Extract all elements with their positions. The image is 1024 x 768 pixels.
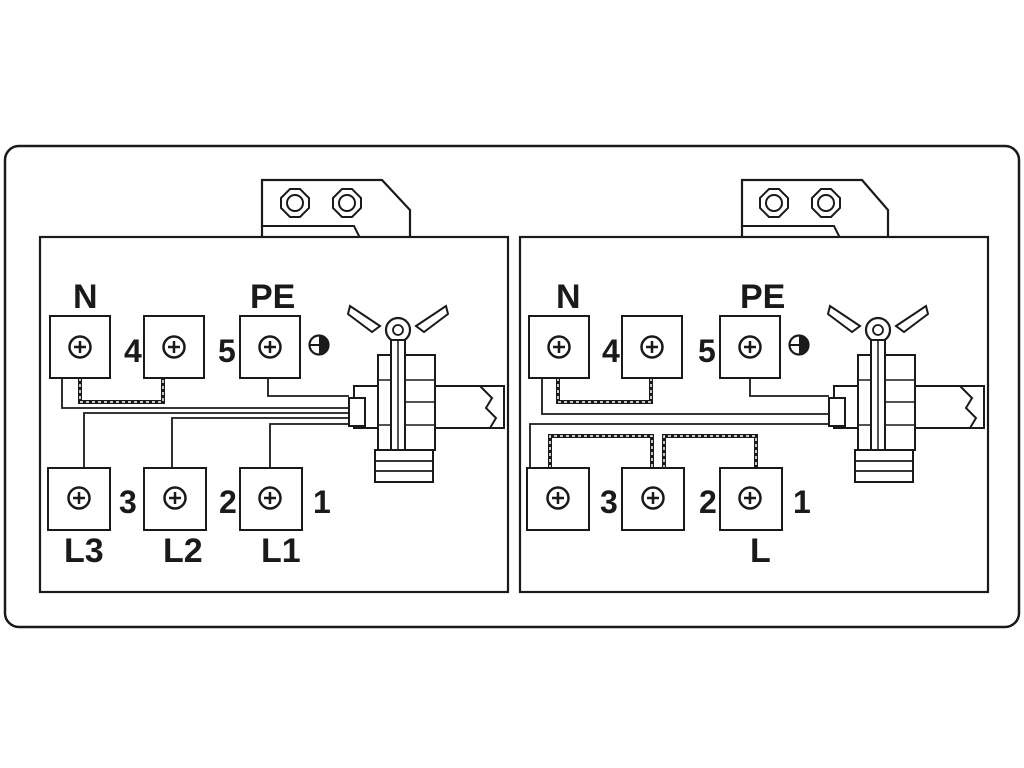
- conductors: [61, 378, 349, 468]
- terminal-3: [526, 467, 590, 531]
- number-5: 5: [698, 333, 716, 369]
- panel-single-phase: N PE 4 5 3 2 1 L: [518, 178, 990, 594]
- mounting-bracket: [260, 178, 412, 239]
- conductors: [529, 378, 829, 468]
- label-l3: L3: [64, 532, 104, 570]
- terminal-4: [621, 315, 683, 379]
- terminal-l3: [47, 467, 111, 531]
- terminal-n: [49, 315, 111, 379]
- number-3: 3: [600, 484, 618, 520]
- label-n: N: [73, 278, 98, 316]
- label-pe: PE: [740, 278, 785, 316]
- label-n: N: [556, 278, 581, 316]
- terminal-l2: [143, 467, 207, 531]
- number-1: 1: [793, 484, 811, 520]
- mounting-bracket: [740, 178, 890, 239]
- terminal-l1: [239, 467, 303, 531]
- label-pe: PE: [250, 278, 295, 316]
- terminal-pe: [719, 315, 781, 379]
- label-l1: L1: [261, 532, 301, 570]
- label-l2: L2: [163, 532, 203, 570]
- number-4: 4: [124, 333, 142, 369]
- panel-three-phase: N PE 4 5 3 2 1 L3 L2 L1: [38, 178, 510, 594]
- number-5: 5: [218, 333, 236, 369]
- number-1: 1: [313, 484, 331, 520]
- terminal-2: [621, 467, 685, 531]
- number-2: 2: [699, 484, 717, 520]
- terminal-1: [719, 467, 783, 531]
- terminal-pe: [239, 315, 301, 379]
- earth-icon: [788, 334, 810, 356]
- terminal-4: [143, 315, 205, 379]
- earth-icon: [308, 334, 330, 356]
- number-3: 3: [119, 484, 137, 520]
- number-2: 2: [219, 484, 237, 520]
- number-4: 4: [602, 333, 620, 369]
- label-l: L: [750, 532, 771, 570]
- terminal-n: [528, 315, 590, 379]
